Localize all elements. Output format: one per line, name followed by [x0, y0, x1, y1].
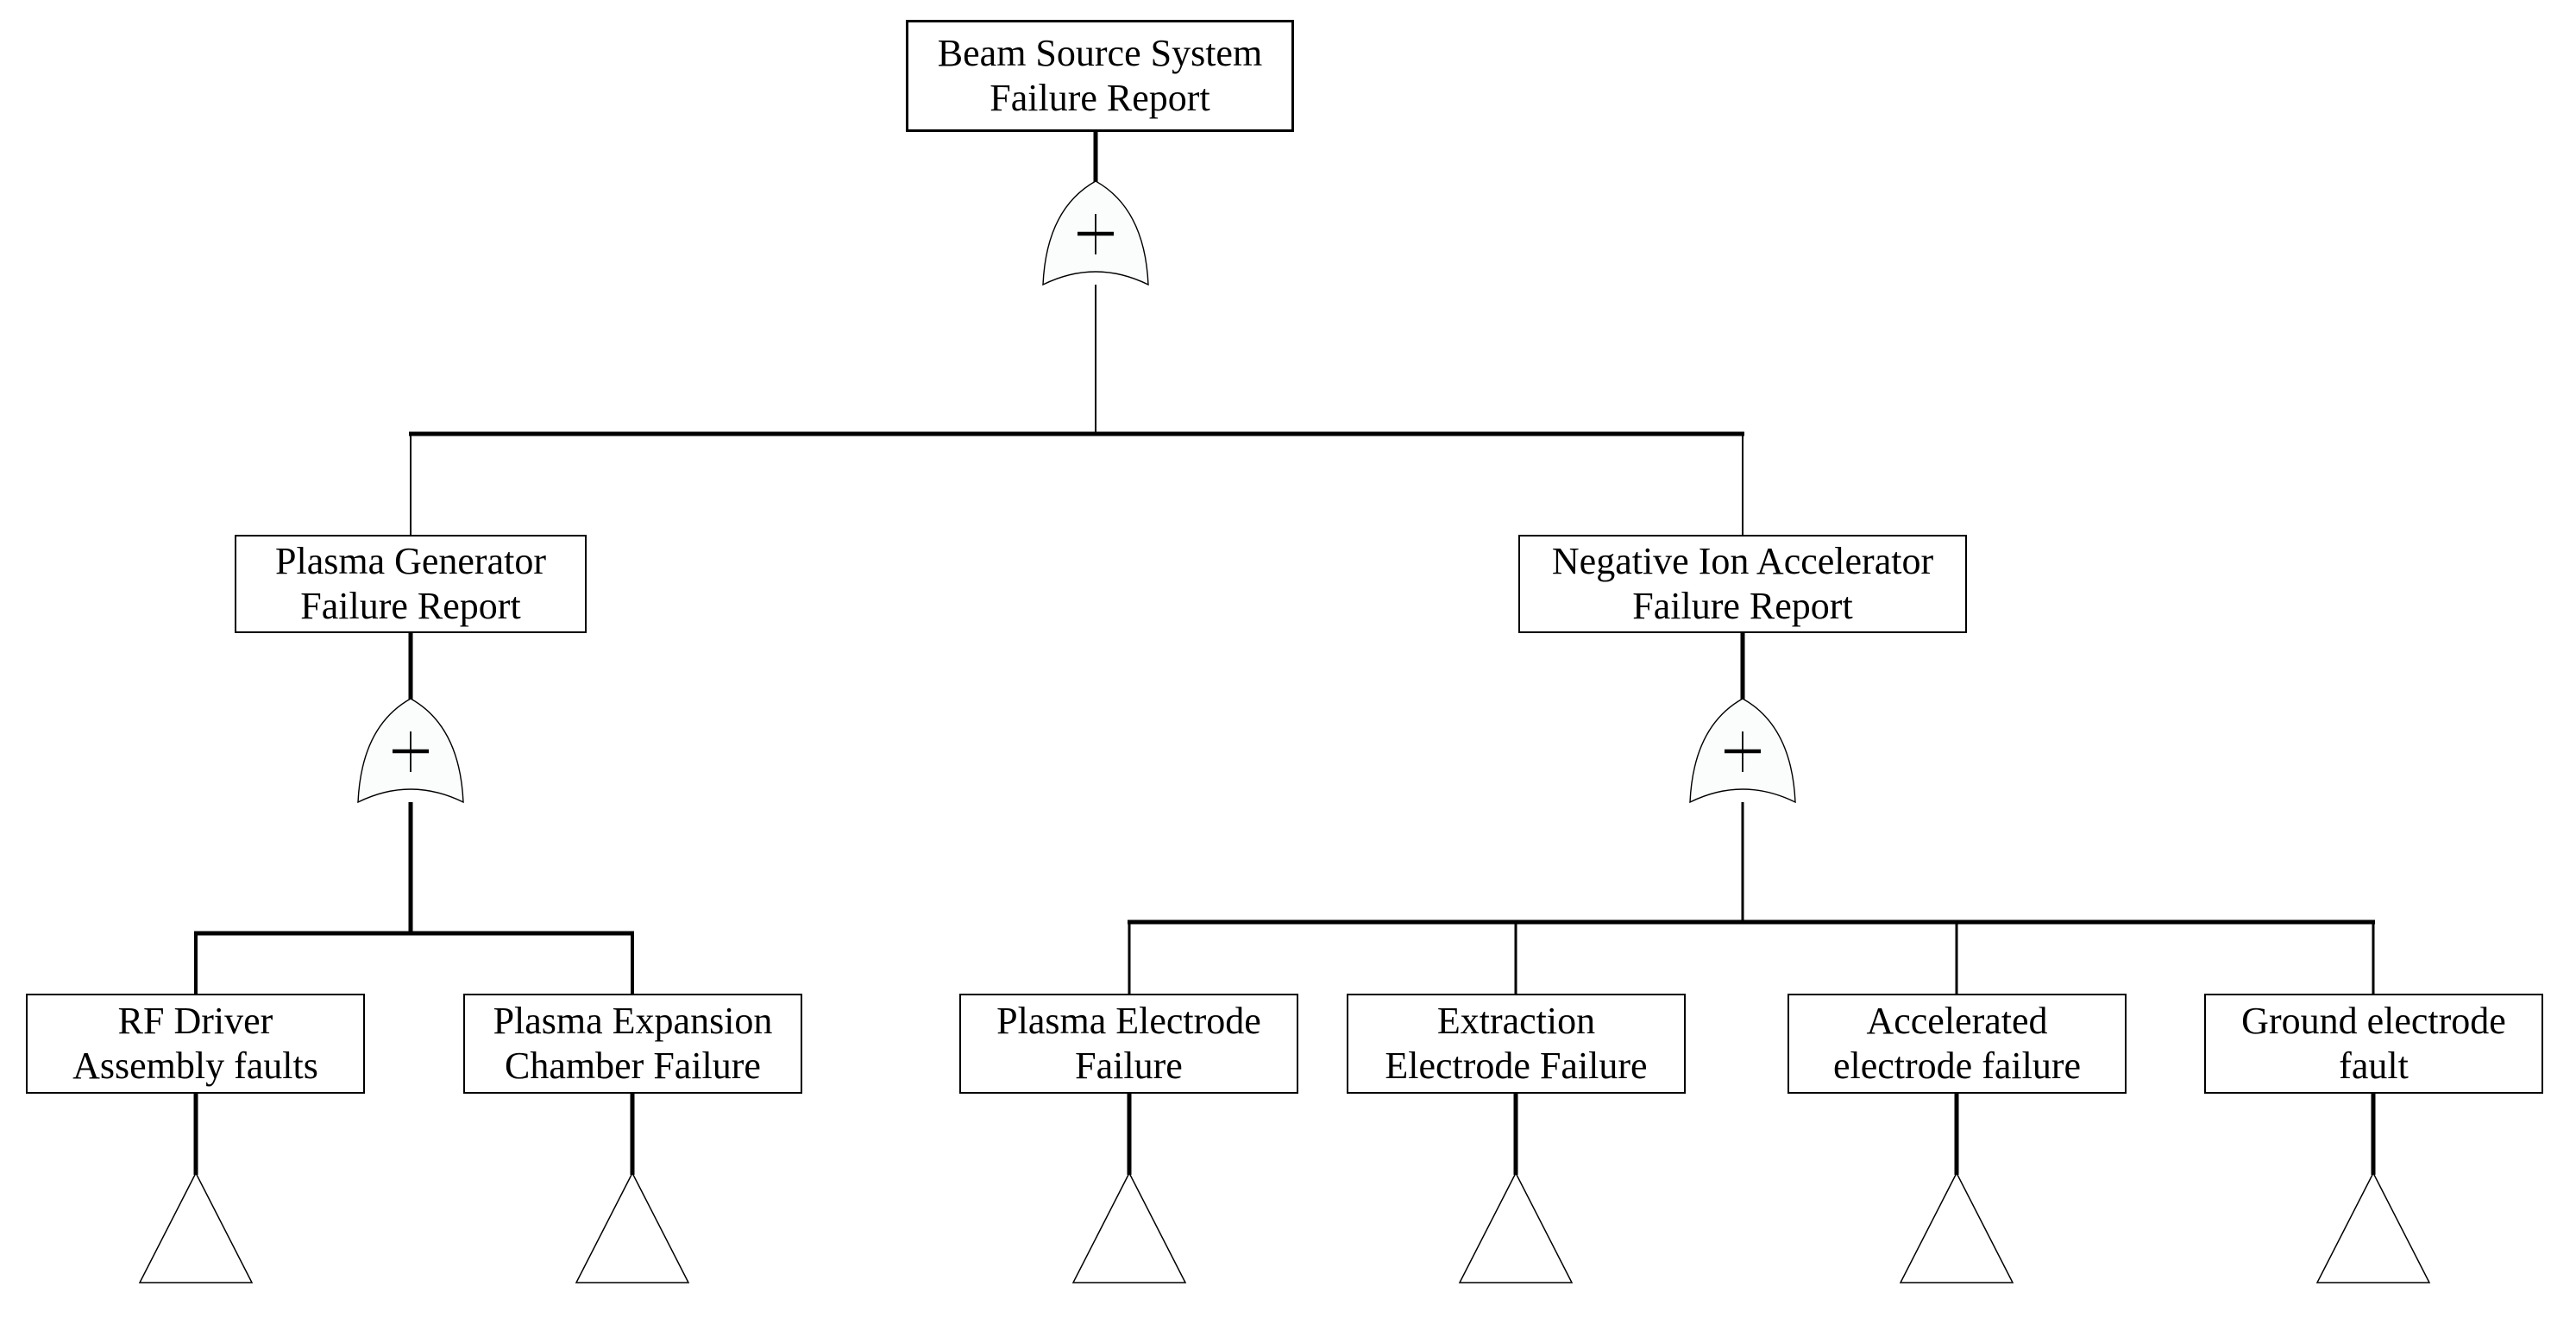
or-gate-plus	[393, 731, 429, 772]
transfer-triangle-icon	[575, 1171, 690, 1283]
node-label-line: Failure Report	[300, 585, 521, 627]
node-rf-driver: RF Driver Assembly faults	[26, 994, 365, 1094]
node-label-line: Chamber Failure	[505, 1045, 761, 1087]
transfer-triangle-icon	[1458, 1171, 1574, 1283]
node-plasma-expansion: Plasma Expansion Chamber Failure	[463, 994, 802, 1094]
transfer-triangle-icon	[138, 1171, 254, 1283]
or-gate-icon	[1689, 698, 1796, 804]
node-label-line: fault	[2339, 1045, 2409, 1087]
node-label-line: Accelerated	[1866, 1000, 2048, 1042]
transfer-triangle-icon	[1071, 1171, 1187, 1283]
transfer-triangle-icon	[2315, 1171, 2431, 1283]
or-gate-icon	[1042, 180, 1149, 286]
node-plasma-electrode: Plasma Electrode Failure	[959, 994, 1298, 1094]
node-label-line: Ground electrode	[2241, 1000, 2506, 1042]
node-ground-electrode: Ground electrode fault	[2204, 994, 2543, 1094]
node-plasma-generator: Plasma Generator Failure Report	[235, 535, 587, 633]
node-label-line: Negative Ion Accelerator	[1551, 540, 1934, 582]
node-accelerated-electrode: Accelerated electrode failure	[1787, 994, 2127, 1094]
node-label-line: electrode failure	[1832, 1045, 2082, 1087]
node-label-line: Plasma Expansion	[493, 1000, 773, 1042]
or-gate-plus	[1078, 214, 1114, 254]
node-label-line: Failure Report	[1632, 585, 1853, 627]
node-label-line: Extraction	[1436, 1000, 1596, 1042]
node-label-line: Failure	[1075, 1045, 1183, 1087]
node-label-line: Electrode Failure	[1385, 1045, 1648, 1087]
node-label-line: Beam Source System	[937, 32, 1263, 74]
node-label-line: Plasma Generator	[275, 540, 546, 582]
node-label-line: RF Driver	[117, 1000, 273, 1042]
or-gate-plus	[1725, 731, 1761, 772]
node-negative-ion-accelerator: Negative Ion Accelerator Failure Report	[1518, 535, 1967, 633]
or-gate-icon	[357, 698, 464, 804]
node-label-line: Assembly faults	[72, 1045, 318, 1087]
node-label-line: Plasma Electrode	[996, 1000, 1261, 1042]
node-beam-source-system: Beam Source System Failure Report	[906, 20, 1294, 132]
node-label-line: Failure Report	[990, 77, 1210, 119]
node-extraction-electrode: Extraction Electrode Failure	[1347, 994, 1686, 1094]
transfer-triangle-icon	[1899, 1171, 2014, 1283]
